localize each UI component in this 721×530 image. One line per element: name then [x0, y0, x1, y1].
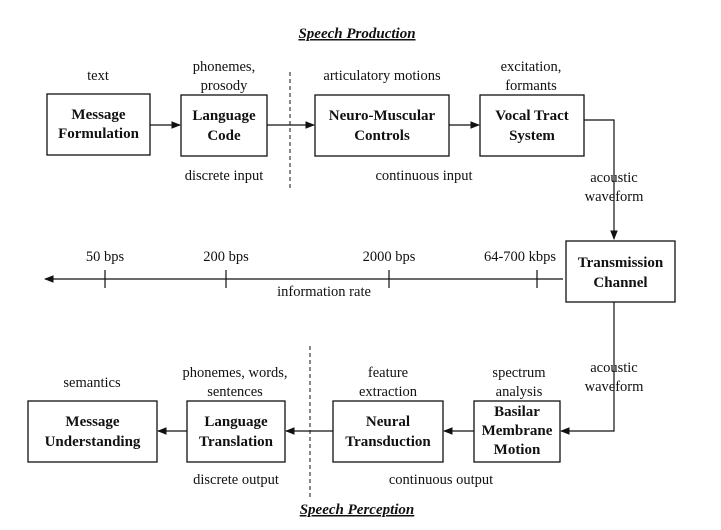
speech-production-heading: Speech Production — [298, 26, 415, 42]
label-semantics: semantics — [63, 375, 121, 391]
transmission-channel-box — [565, 240, 676, 303]
label-excitation-line1: excitation, — [501, 59, 562, 75]
message-formulation-line2: Formulation — [58, 126, 139, 142]
rate-label-2000bps: 2000 bps — [363, 249, 416, 265]
label-sentences-line2: sentences — [207, 384, 263, 400]
neuro-muscular-line2: Controls — [354, 128, 410, 144]
language-translation-line1: Language — [204, 414, 268, 430]
label-continuous-output: continuous output — [389, 472, 493, 488]
basilar-line3: Motion — [494, 442, 541, 458]
vocal-tract-line2: System — [509, 128, 555, 144]
information-rate-label: information rate — [277, 284, 371, 300]
label-discrete-output: discrete output — [193, 472, 279, 488]
label-acoustic-line1-top: acoustic — [590, 170, 638, 186]
label-waveform-line2-top: waveform — [585, 189, 645, 205]
language-code-line2: Code — [207, 128, 241, 144]
label-phonemes-line1: phonemes, — [193, 59, 255, 75]
label-prosody-line2: prosody — [201, 78, 248, 94]
label-formants-line2: formants — [505, 78, 557, 94]
message-formulation-box — [46, 93, 151, 156]
vocal-tract-system-box — [479, 94, 585, 157]
message-formulation-line1: Message — [71, 107, 125, 123]
arrow-channel-to-basilar — [560, 302, 615, 435]
neuro-muscular-line1: Neuro-Muscular — [329, 108, 436, 124]
message-understanding-line1: Message — [65, 414, 119, 430]
language-translation-line2: Translation — [199, 434, 274, 450]
neuro-muscular-controls-box — [314, 94, 450, 157]
label-continuous-input: continuous input — [375, 168, 472, 184]
language-translation-box — [186, 400, 286, 463]
neural-transduction-line2: Transduction — [345, 434, 431, 450]
neural-transduction-line1: Neural — [366, 414, 410, 430]
label-acoustic-line1-bottom: acoustic — [590, 360, 638, 376]
language-code-box — [180, 94, 268, 157]
arrow-vocal-to-channel — [584, 119, 618, 240]
label-spectrum-line1: spectrum — [492, 365, 546, 381]
message-understanding-box — [27, 400, 158, 463]
label-articulatory-motions: articulatory motions — [323, 68, 441, 84]
rate-label-50bps: 50 bps — [86, 249, 125, 265]
language-code-line1: Language — [192, 108, 256, 124]
label-feature-line1: feature — [368, 365, 408, 381]
label-discrete-input: discrete input — [185, 168, 264, 184]
label-analysis-line2: analysis — [496, 384, 543, 400]
label-phonemes-words-line1: phonemes, words, — [182, 365, 287, 381]
neural-transduction-box — [332, 400, 444, 463]
message-understanding-line2: Understanding — [45, 434, 141, 450]
label-text: text — [87, 68, 109, 84]
label-extraction-line2: extraction — [359, 384, 418, 400]
speech-perception-heading: Speech Perception — [300, 502, 415, 518]
rate-label-200bps: 200 bps — [203, 249, 249, 265]
vocal-tract-line1: Vocal Tract — [495, 108, 568, 124]
basilar-line1: Basilar — [494, 404, 540, 420]
label-waveform-line2-bottom: waveform — [585, 379, 645, 395]
transmission-channel-line2: Channel — [593, 275, 647, 291]
rate-label-64-700kbps: 64-700 kbps — [484, 249, 556, 265]
transmission-channel-line1: Transmission — [578, 255, 664, 271]
basilar-line2: Membrane — [482, 423, 553, 439]
